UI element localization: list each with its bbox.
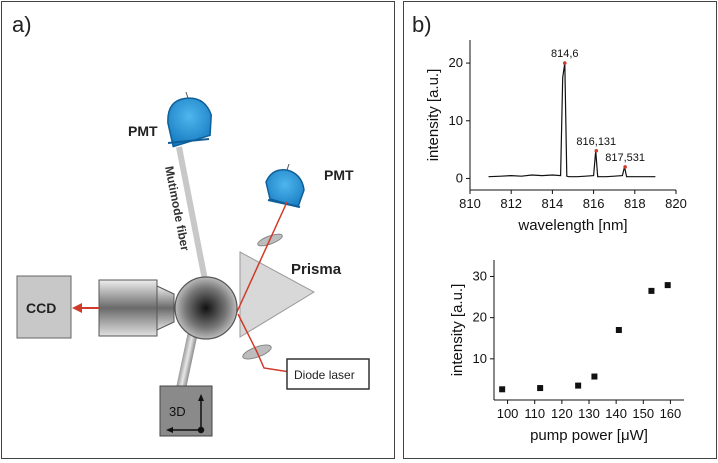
peak-label: 816,131: [576, 136, 616, 148]
x-tick-label: 100: [497, 406, 519, 421]
peak-label: 817,531: [605, 152, 645, 164]
ccd-label: CCD: [26, 300, 56, 316]
data-point: [499, 386, 506, 393]
peak-marker: [623, 165, 627, 169]
x-tick-label: 820: [665, 196, 687, 211]
peak-marker: [562, 61, 567, 65]
pmt-top-label: PMT: [128, 123, 158, 139]
pmt-icon: [167, 91, 212, 148]
pmt-icon: [265, 163, 305, 208]
x-tick-label: 140: [605, 406, 627, 421]
panel-b-label: b): [412, 12, 432, 37]
panel-a-setup: a) Mutimode fiber: [1, 1, 395, 459]
x-axis-label: pump power [μW]: [530, 427, 648, 444]
arrow-icon: [72, 303, 82, 313]
charts: 810 812 814 816 818 820 0 10 20 wavelength [nm] in…: [425, 40, 687, 444]
y-axis-label: intensity [a.u.]: [425, 69, 442, 162]
x-tick-label: 814: [542, 196, 564, 211]
x-tick-label: 816: [583, 196, 605, 211]
x-tick-label: 110: [524, 406, 545, 421]
beam-from-laser: [237, 313, 291, 373]
data-point: [591, 373, 598, 380]
data-point: [575, 382, 582, 389]
y-tick-label: 20: [449, 55, 463, 70]
x-tick-label: 818: [624, 196, 646, 211]
panel-a-label: a): [12, 12, 32, 37]
prism-icon: [239, 251, 316, 338]
3d-axes-icon: [166, 394, 205, 434]
data-point: [648, 287, 655, 294]
data-point: [615, 327, 622, 333]
laser-box: [286, 358, 370, 390]
objective-icon: [98, 279, 175, 337]
ccd-box: [16, 275, 72, 339]
fiber-line: [176, 146, 208, 281]
setup-diagram: Mutimode fiber PMT PMT Prisma: [16, 91, 370, 437]
x-tick-label: 120: [551, 406, 573, 421]
x-axis-label: wavelength [nm]: [517, 217, 627, 234]
x-tick-label: 160: [660, 406, 682, 421]
y-tick-label: 20: [473, 310, 487, 325]
pmt-right-label: PMT: [324, 167, 354, 183]
panel-b-charts: b) 810 812 814 816 818 820 0 10 20 wavelength [nm…: [403, 1, 717, 459]
y-tick-label: 30: [473, 268, 487, 283]
laser-label: Diode laser: [294, 368, 355, 382]
data-point: [664, 282, 671, 289]
power-chart: 100 110 120 130 140 150 160 10 20 30 pump power [μ…: [449, 260, 684, 444]
spectrum-chart: 810 812 814 816 818 820 0 10 20 wavelength [nm] in…: [425, 40, 687, 234]
peak-marker: [594, 148, 599, 153]
beam-to-pmt: [235, 201, 288, 315]
x-tick-label: 812: [500, 196, 522, 211]
y-tick-label: 10: [449, 113, 463, 128]
x-tick-label: 810: [459, 196, 481, 211]
y-axis-label: intensity [a.u.]: [449, 284, 466, 377]
stage-rod: [176, 330, 198, 390]
x-tick-label: 130: [578, 406, 600, 421]
prism-label: Prisma: [291, 261, 342, 278]
x-tick-label: 150: [632, 406, 654, 421]
data-point: [537, 385, 544, 392]
sample-sphere-icon: [174, 276, 238, 340]
peak-label: 814,6: [551, 48, 579, 60]
stage-label: 3D: [169, 404, 186, 419]
stage-box: [159, 385, 213, 437]
y-tick-label: 0: [456, 170, 463, 185]
y-tick-label: 10: [473, 351, 487, 366]
